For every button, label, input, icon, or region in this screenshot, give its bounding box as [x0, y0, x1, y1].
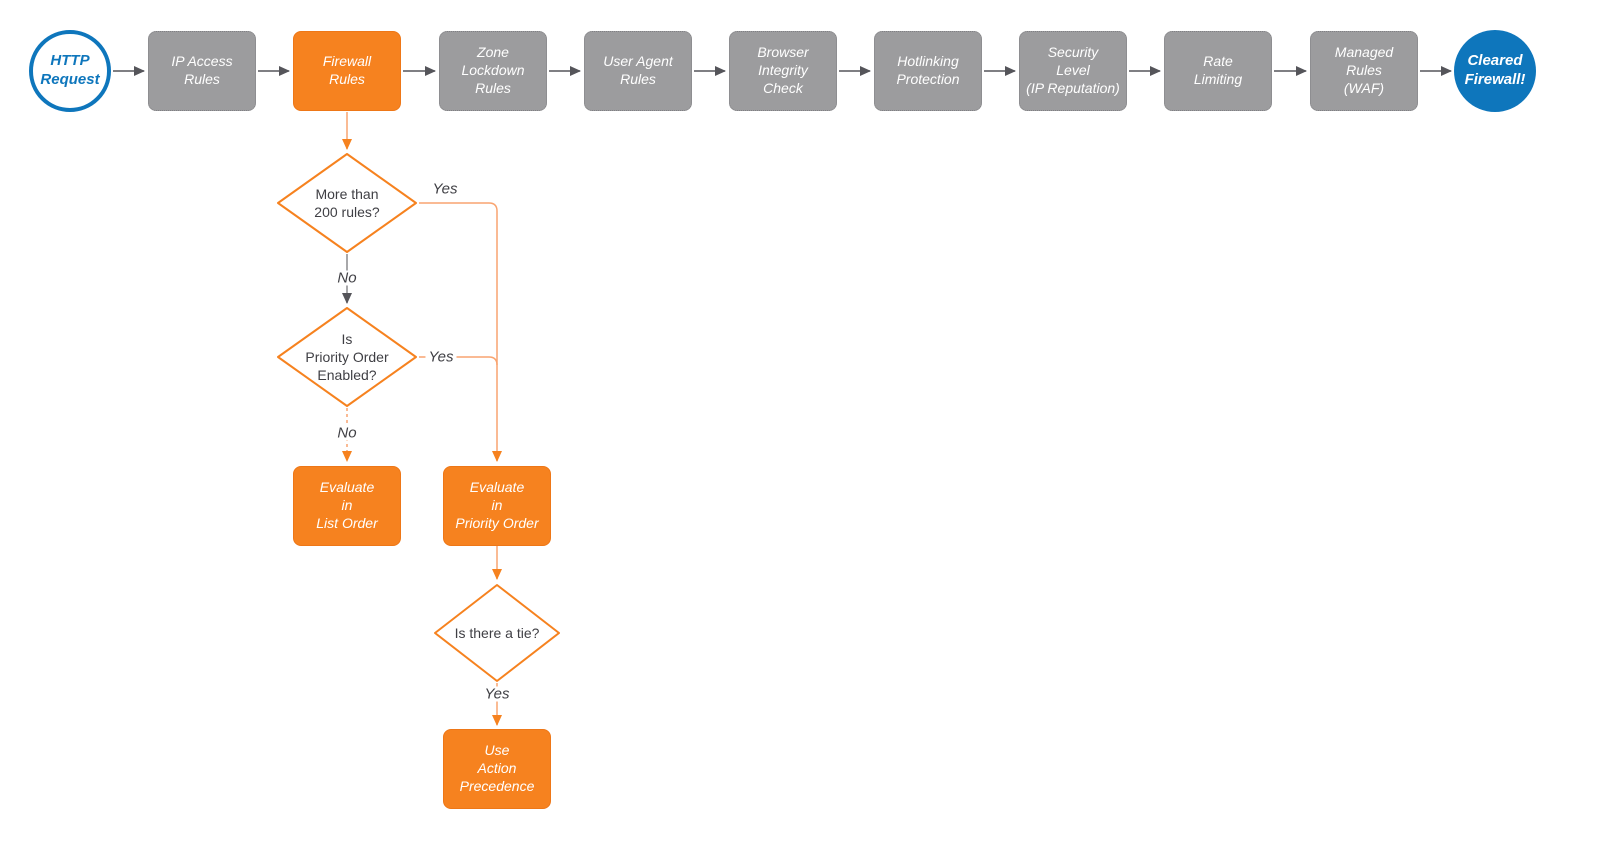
edge-yes1-to-priority: [419, 202, 502, 462]
edge-label-no-1: No: [334, 270, 360, 286]
node-use-action-precedence: Use Action Precedence: [443, 729, 551, 809]
node-cleared-firewall: Cleared Firewall!: [1454, 30, 1536, 112]
edge-label-yes-3: Yes: [481, 686, 513, 702]
node-decision-is-there-a-tie: Is there a tie?: [432, 583, 562, 683]
edge-label-no-2: No: [334, 425, 360, 441]
node-ip-access-rules: IP Access Rules: [148, 31, 256, 111]
decision-label: Is Priority Order Enabled?: [305, 330, 389, 384]
orange-connectors: [342, 112, 502, 726]
diamond-shape: [434, 584, 560, 682]
edge-label-yes-2: Yes: [425, 349, 457, 365]
decision-label: Is there a tie?: [454, 624, 540, 641]
node-hotlinking-protection: Hotlinking Protection: [874, 31, 982, 111]
diamond-shape: [277, 307, 417, 407]
node-evaluate-priority-order: Evaluate in Priority Order: [443, 466, 551, 546]
edge-label-yes-1: Yes: [429, 181, 461, 197]
node-managed-rules-waf: Managed Rules (WAF): [1310, 31, 1418, 111]
node-decision-priority-order-enabled: Is Priority Order Enabled?: [275, 306, 419, 408]
diamond-shape: [277, 153, 417, 253]
decision-label: More than 200 rules?: [314, 185, 380, 220]
node-firewall-rules: Firewall Rules: [293, 31, 401, 111]
node-rate-limiting: Rate Limiting: [1164, 31, 1272, 111]
node-evaluate-list-order: Evaluate in List Order: [293, 466, 401, 546]
node-zone-lockdown-rules: Zone Lockdown Rules: [439, 31, 547, 111]
node-user-agent-rules: User Agent Rules: [584, 31, 692, 111]
node-browser-integrity-check: Browser Integrity Check: [729, 31, 837, 111]
node-security-level: Security Level (IP Reputation): [1019, 31, 1127, 111]
node-decision-more-than-200-rules: More than 200 rules?: [275, 152, 419, 254]
node-http-request: HTTP Request: [29, 30, 111, 112]
edge-yes2-merge: [419, 356, 498, 366]
